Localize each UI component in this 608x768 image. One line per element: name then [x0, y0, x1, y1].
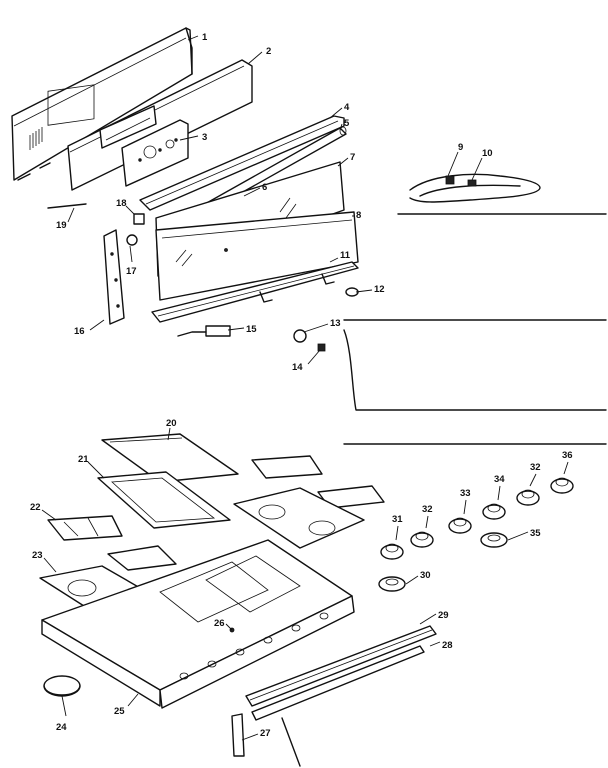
knob-30 [378, 576, 406, 592]
part-22-grate-left [47, 515, 123, 541]
label-part-18: 18 [116, 198, 127, 209]
part-17-18-thermostat [126, 213, 145, 246]
leader-lines [41, 35, 569, 741]
label-part-22: 22 [30, 502, 41, 513]
label-part-3: 3 [202, 132, 207, 143]
part-3-clock-plate [121, 119, 189, 187]
part-15-ignitor [177, 325, 231, 337]
knob-35 [480, 532, 508, 548]
label-part-33: 33 [460, 488, 471, 499]
label-part-13: 13 [330, 318, 341, 329]
part-4-trim-strip [139, 115, 345, 211]
part-11-handle-rail [151, 261, 359, 323]
label-part-21: 21 [78, 454, 89, 465]
drip-pan-right [233, 487, 365, 549]
part-25-range-body [41, 539, 355, 709]
label-part-15: 15 [246, 324, 257, 335]
label-part-28: 28 [442, 640, 453, 651]
label-part-29: 29 [438, 610, 449, 621]
label-part-34: 34 [494, 474, 505, 485]
label-part-24: 24 [56, 722, 67, 733]
label-part-32a: 32 [422, 504, 433, 515]
part-9-10-wire-harness [397, 173, 607, 215]
knob-31 [380, 543, 404, 560]
part-13-14-valve [293, 319, 607, 411]
label-part-36: 36 [562, 450, 573, 461]
label-part-27: 27 [260, 728, 271, 739]
label-part-5: 5 [344, 118, 350, 129]
part-21-burner-tray [97, 471, 231, 529]
label-part-14: 14 [292, 362, 303, 373]
label-part-26: 26 [214, 618, 225, 629]
label-part-6: 6 [262, 182, 267, 193]
part-16-side-bracket [103, 229, 125, 325]
label-part-4: 4 [344, 102, 350, 113]
knob-32b [516, 489, 540, 506]
part-28-29-kick-panel [245, 625, 437, 767]
part-24-burner-cap [43, 675, 81, 697]
label-part-11: 11 [340, 250, 351, 261]
knob-33 [448, 517, 472, 534]
label-part-31: 31 [392, 514, 403, 525]
label-part-2: 2 [266, 46, 271, 57]
part-2-control-panel [67, 59, 253, 191]
label-part-20: 20 [166, 418, 177, 429]
label-part-17: 17 [126, 266, 137, 277]
part-1-backguard [11, 27, 193, 181]
label-part-35: 35 [530, 528, 541, 539]
label-part-32b: 32 [530, 462, 541, 473]
label-part-23: 23 [32, 550, 43, 561]
part-19-pin [47, 203, 87, 209]
label-part-8: 8 [356, 210, 361, 221]
label-part-16: 16 [74, 326, 85, 337]
part-8-door-panel [155, 211, 359, 301]
burner-knobs [378, 477, 574, 592]
part-27-leveling-leg [231, 713, 245, 757]
knob-36 [550, 477, 574, 494]
label-part-9: 9 [458, 142, 463, 153]
knob-34 [482, 503, 506, 520]
part-labels: 1 2 3 4 5 6 7 8 9 10 11 12 13 14 15 16 1… [30, 32, 573, 739]
knob-32a [410, 531, 434, 548]
part-20-grate-cover [101, 433, 239, 483]
label-part-10: 10 [482, 148, 493, 159]
label-part-12: 12 [374, 284, 385, 295]
label-part-30: 30 [420, 570, 431, 581]
label-part-25: 25 [114, 706, 125, 717]
label-part-1: 1 [202, 32, 208, 43]
label-part-19: 19 [56, 220, 67, 231]
grate-mid [107, 545, 177, 571]
label-part-7: 7 [350, 152, 355, 163]
